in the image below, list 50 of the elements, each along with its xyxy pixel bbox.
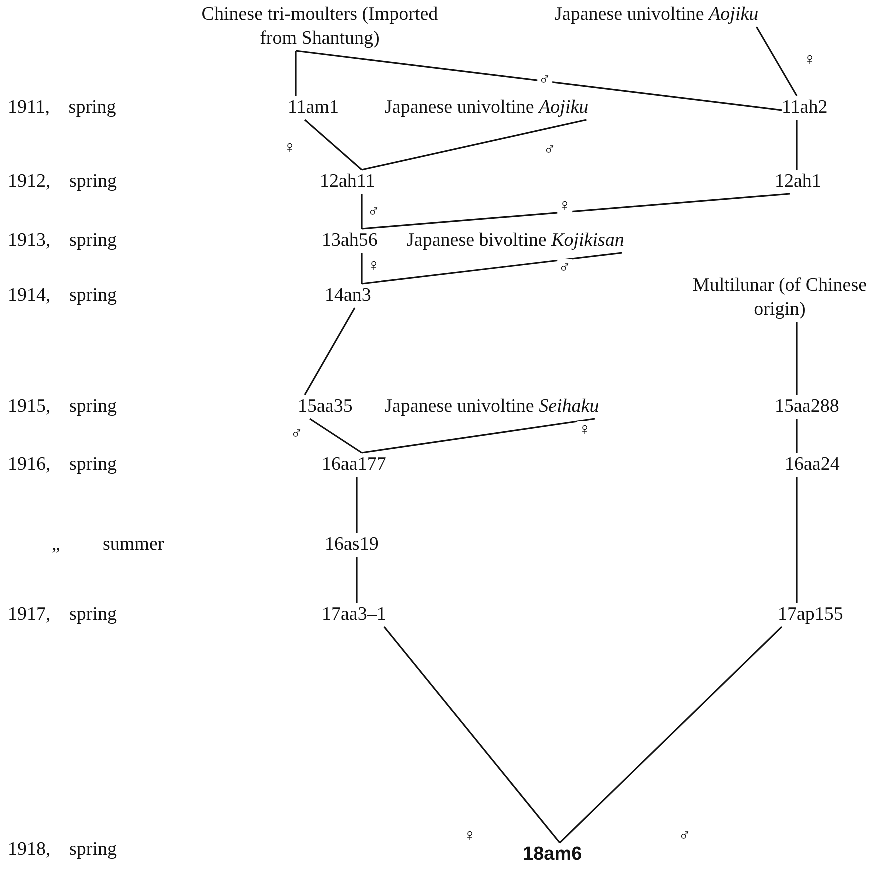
pedigree-line: [295, 51, 297, 96]
strain-label: 15aa35: [298, 395, 353, 419]
year-label: 1913, spring: [8, 229, 117, 253]
pedigree-line: [796, 477, 798, 603]
pedigree-line: [361, 253, 363, 284]
year-label: summer: [103, 533, 164, 557]
pedigree-line: [756, 26, 798, 96]
year-label: 1914, spring: [8, 284, 117, 308]
strain-label: Chinese tri-moulters (Imported from Shantung): [200, 3, 440, 51]
strain-label: 18am6: [523, 843, 582, 867]
strain-label: Japanese univoltine Seihaku: [385, 395, 600, 419]
pedigree-line: [304, 308, 356, 396]
year-label: 1918, spring: [8, 838, 117, 862]
pedigree-line: [356, 477, 358, 533]
pedigree-line: [362, 418, 596, 454]
pedigree-line: [310, 418, 362, 454]
year-label: 1912, spring: [8, 170, 117, 194]
strain-label: 14an3: [325, 284, 372, 308]
pedigree-line: [361, 194, 363, 229]
strain-label: 11am1: [288, 96, 340, 120]
pedigree-line: [362, 252, 623, 285]
pedigree-line: [362, 193, 790, 230]
strain-label: 16as19: [325, 533, 379, 557]
year-label: 1911, spring: [8, 96, 116, 120]
pedigree-line: [796, 322, 798, 395]
strain-label: 16aa177: [322, 453, 386, 477]
strain-label: 17ap155: [778, 603, 844, 627]
year-label: 1917, spring: [8, 603, 117, 627]
pedigree-line: [296, 50, 782, 112]
pedigree-line: [304, 119, 363, 171]
strain-label: 11ah2: [782, 96, 828, 120]
strain-label: Multilunar (of Chinese origin): [680, 274, 880, 322]
strain-label: 17aa3–1: [322, 603, 386, 627]
pedigree-line: [559, 626, 783, 844]
strain-label: 16aa24: [785, 453, 840, 477]
pedigree-line: [362, 119, 587, 171]
strain-label: Japanese univoltine Aojiku: [385, 96, 589, 120]
strain-label: 15aa288: [775, 395, 840, 419]
year-label: 1916, spring: [8, 453, 117, 477]
pedigree-line: [796, 419, 798, 453]
year-label: 1915, spring: [8, 395, 117, 419]
pedigree-line: [356, 557, 358, 603]
year-label: „: [52, 533, 60, 557]
strain-label: Japanese univoltine Aojiku: [555, 3, 759, 27]
pedigree-line: [384, 626, 561, 844]
strain-label: 12ah11: [320, 170, 376, 194]
strain-label: 13ah56: [322, 229, 378, 253]
strain-label: 12ah1: [775, 170, 822, 194]
pedigree-line: [796, 120, 798, 170]
strain-label: Japanese bivoltine Kojikisan: [407, 229, 624, 253]
